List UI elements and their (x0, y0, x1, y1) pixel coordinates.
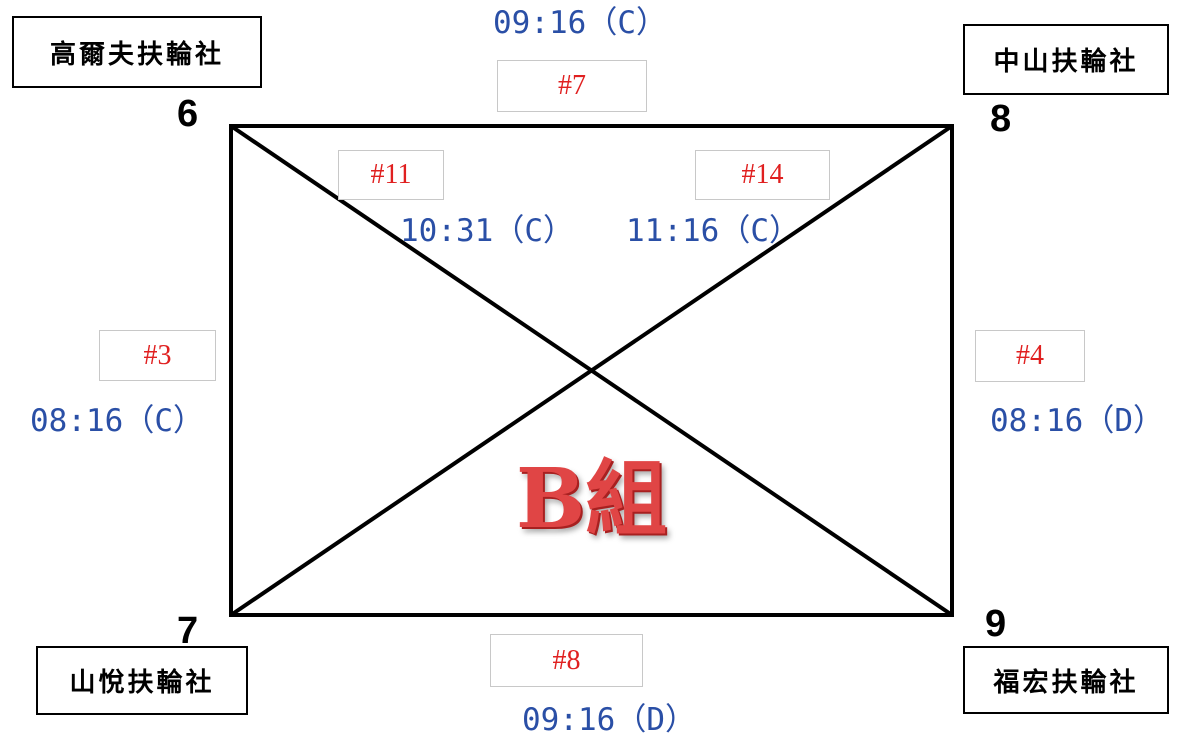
team-box-seed9: 福宏扶輪社 (963, 646, 1169, 714)
seed-number-6: 6 (177, 93, 199, 135)
match-id: #11 (370, 159, 412, 190)
match-box-right: #4 (975, 330, 1085, 382)
team-name: 山悅扶輪社 (69, 668, 215, 698)
match-time-diag2: 11:16（C） (626, 213, 800, 249)
match-box-diag2: #14 (695, 150, 830, 200)
match-time-bottom: 09:16（D） (522, 702, 696, 738)
match-id: #8 (552, 644, 581, 676)
match-time-diag1: 10:31（C） (400, 213, 574, 249)
seed-number-7: 7 (177, 610, 199, 652)
team-box-seed8: 中山扶輪社 (963, 24, 1169, 95)
team-name: 高爾夫扶輪社 (49, 39, 224, 70)
team-name: 福宏扶輪社 (993, 667, 1139, 698)
match-box-left: #3 (99, 330, 216, 381)
match-id: #14 (741, 159, 784, 190)
group-title: B組 (516, 451, 668, 547)
match-box-diag1: #11 (338, 150, 444, 200)
team-box-seed7: 山悅扶輪社 (36, 646, 248, 715)
diagonal-7-8 (229, 124, 954, 617)
match-id: #7 (558, 70, 586, 101)
bracket-rectangle (229, 124, 954, 617)
match-box-top: #7 (497, 60, 647, 112)
match-time-top: 09:16（C） (493, 5, 667, 41)
match-time-left: 08:16（C） (30, 403, 204, 439)
team-box-seed6: 高爾夫扶輪社 (12, 16, 262, 88)
team-name: 中山扶輪社 (993, 47, 1139, 77)
match-box-bottom: #8 (490, 634, 643, 687)
seed-number-9: 9 (985, 603, 1007, 645)
match-id: #3 (143, 339, 172, 371)
seed-number-8: 8 (990, 98, 1012, 140)
match-id: #4 (1016, 340, 1044, 371)
match-time-right: 08:16（D） (990, 403, 1164, 439)
